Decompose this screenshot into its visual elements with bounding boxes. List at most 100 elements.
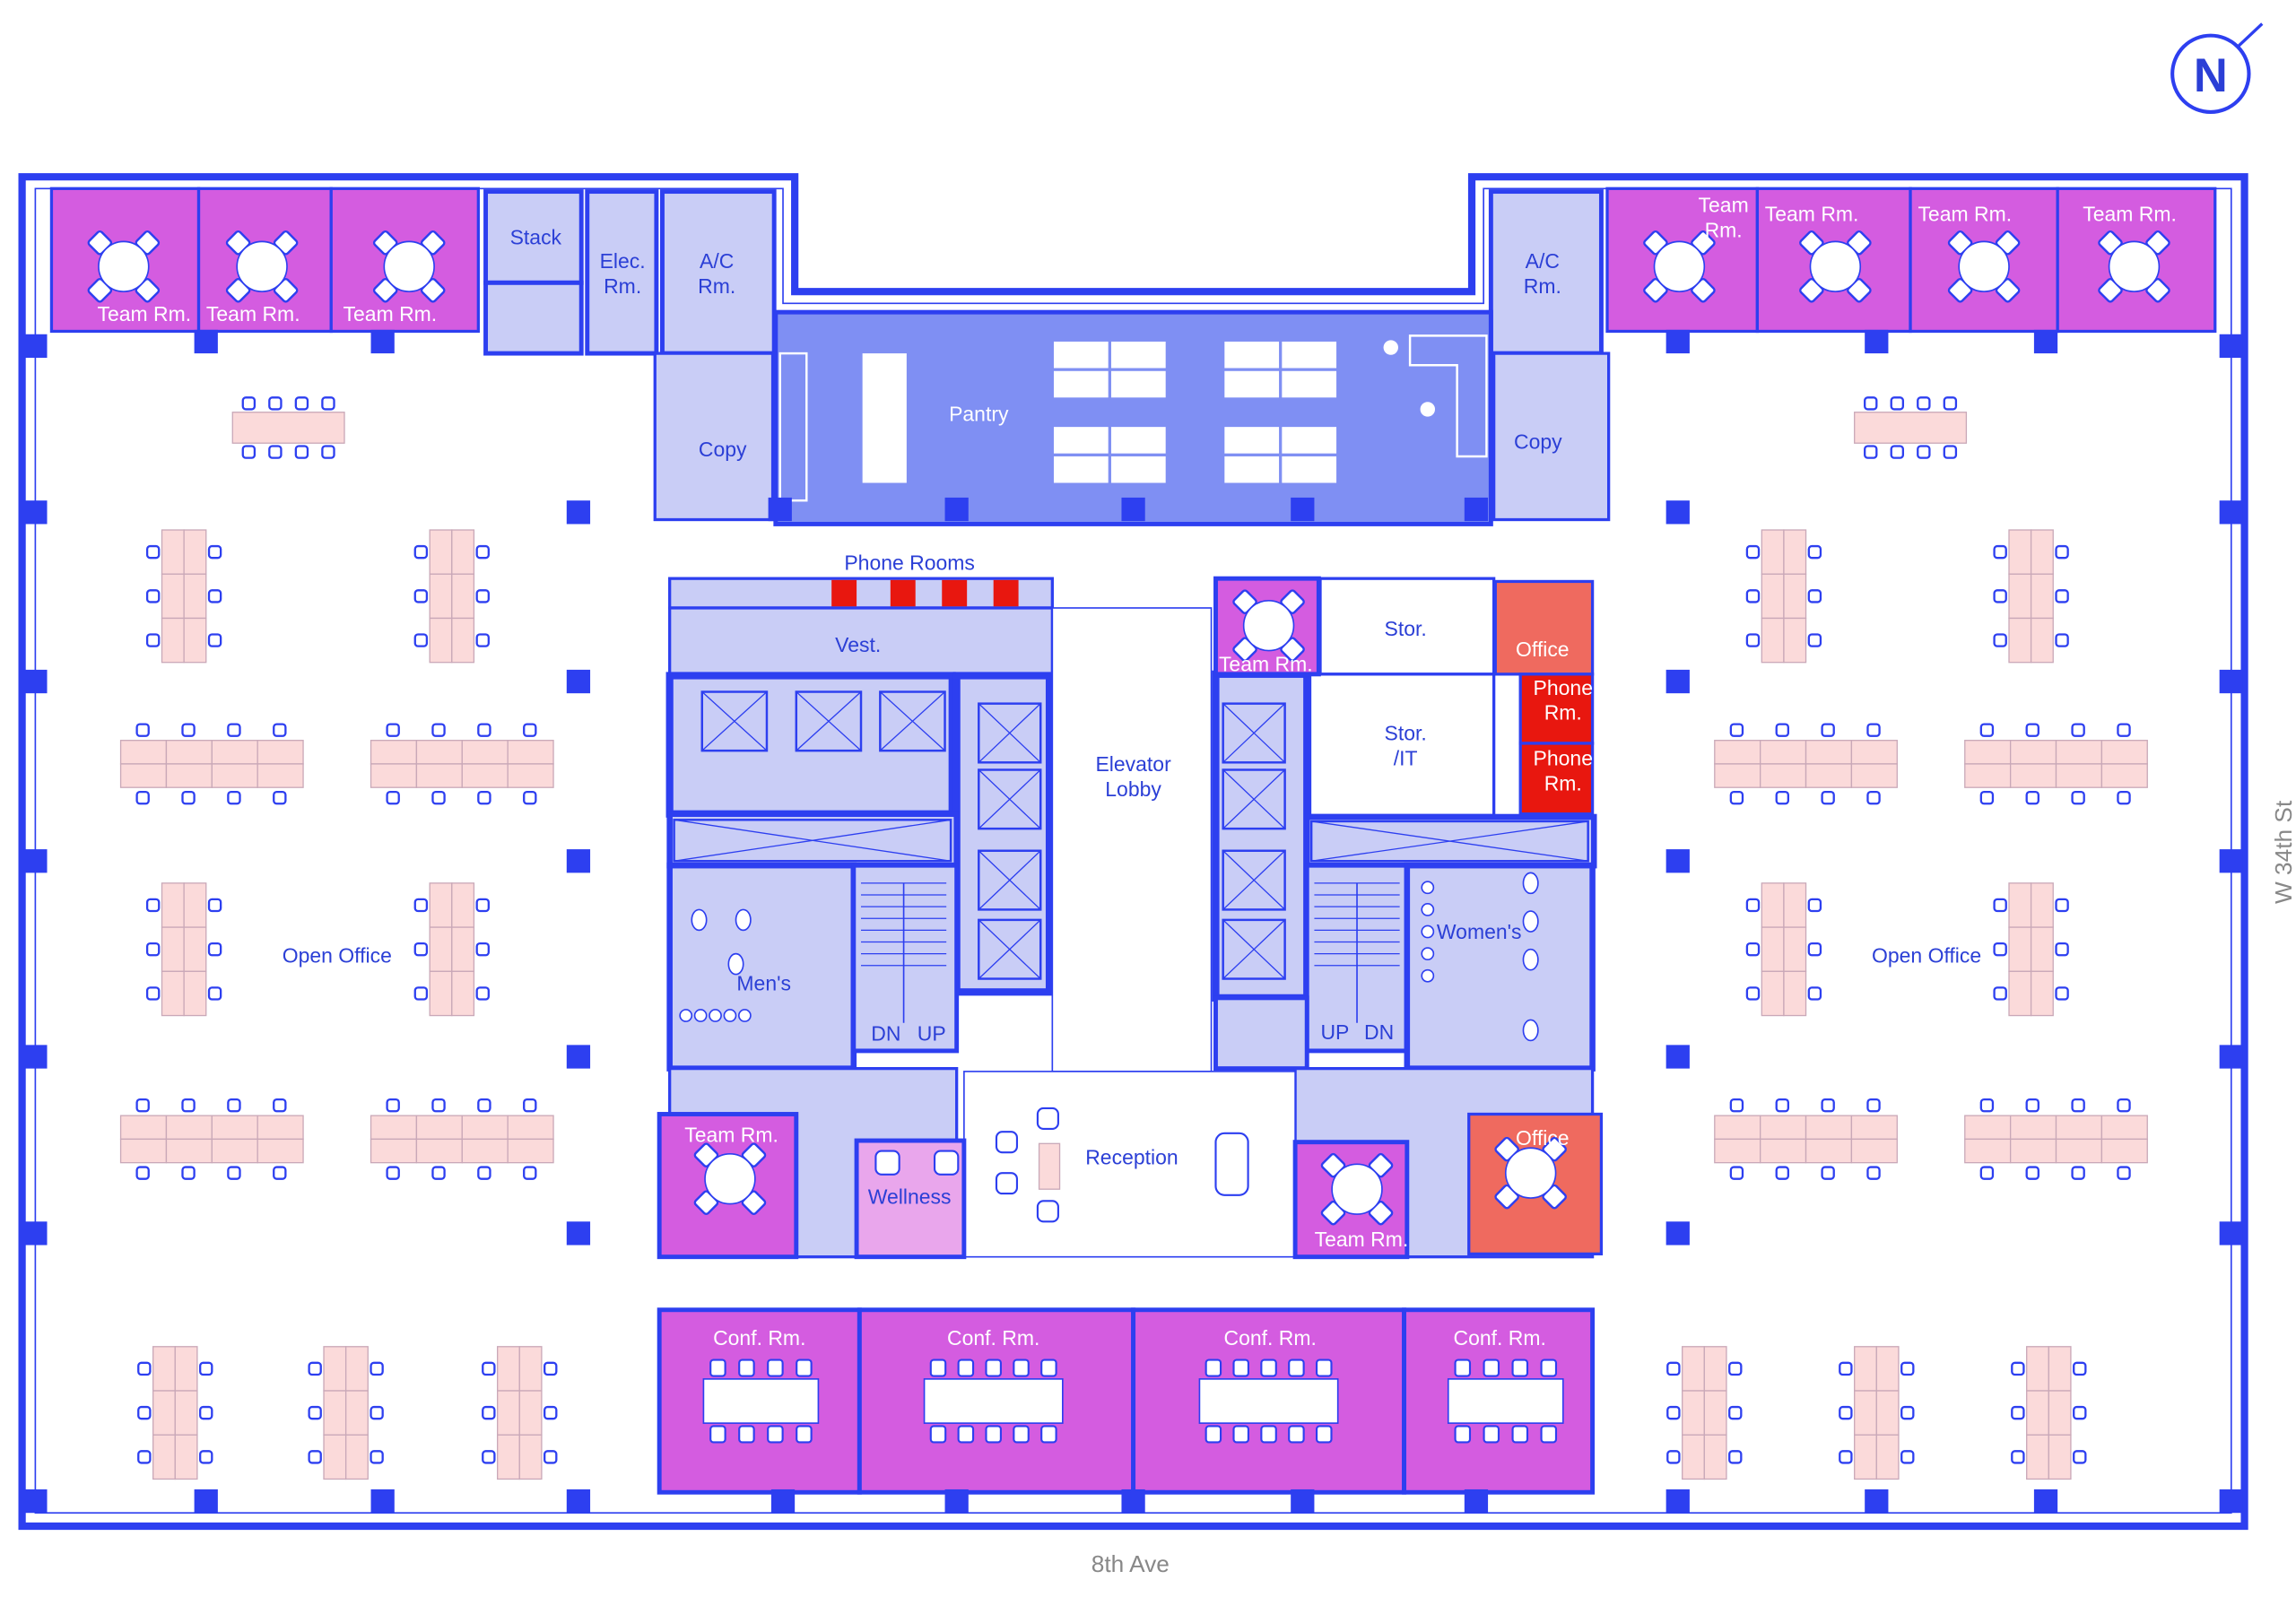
conf-room-label: Conf. Rm. [1454, 1326, 1546, 1350]
chair-icon [181, 723, 196, 737]
phone-room-small[interactable] [890, 579, 916, 607]
chair-icon [273, 790, 287, 805]
north-service-rooms [483, 189, 1611, 522]
chair-icon [135, 1098, 150, 1113]
toilet-icon [1522, 1019, 1539, 1042]
column [1291, 497, 1315, 522]
chair-icon [321, 445, 335, 459]
desk [183, 926, 207, 972]
desk [497, 1390, 520, 1436]
phone-room-small[interactable] [942, 579, 968, 607]
desk [1850, 763, 1898, 788]
pantry-table [1110, 370, 1166, 398]
desk-pod [482, 1346, 558, 1480]
stack-room[interactable] [483, 189, 584, 285]
desk [1703, 1434, 1727, 1480]
car-outline [1222, 768, 1286, 830]
toilet-icon [727, 952, 744, 976]
chair-icon [181, 1166, 196, 1180]
table-top [1447, 1378, 1564, 1424]
stack-label: Stack [510, 226, 562, 249]
desk [2008, 970, 2032, 1017]
column [768, 497, 792, 522]
desk [429, 573, 453, 620]
chair-icon [1728, 1450, 1743, 1464]
desk [1854, 1434, 1877, 1480]
wellness-label: Wellness [868, 1185, 952, 1209]
copy-room-east[interactable] [1492, 352, 1611, 522]
chair-icon [1483, 1358, 1500, 1377]
chair-icon [413, 544, 429, 560]
chair-icon [1728, 1405, 1743, 1420]
chair-icon [709, 1425, 726, 1444]
chair-icon [2117, 1166, 2131, 1180]
office-north[interactable] [1493, 579, 1595, 676]
ac-room-label: Rm. [698, 274, 735, 298]
elevator-lobby[interactable] [1051, 607, 1213, 1072]
elevator-car [1222, 918, 1286, 980]
workstations [119, 396, 2148, 1480]
chair-icon [1917, 396, 1931, 411]
team-room-label: Team Rm. [206, 302, 300, 325]
ac-room-west[interactable] [660, 189, 777, 356]
column [194, 329, 218, 354]
phone-room-small[interactable] [993, 579, 1019, 607]
desk [370, 1138, 418, 1164]
chair-icon [386, 1098, 400, 1113]
table-top [702, 1378, 820, 1424]
chair-icon [1729, 790, 1744, 805]
desk-pod [308, 1346, 384, 1480]
desk [161, 926, 185, 972]
desk-pod [137, 1346, 213, 1480]
chair-icon [145, 633, 161, 647]
chair-icon [1979, 1098, 1995, 1113]
copy-room-west[interactable] [653, 352, 775, 522]
desk [344, 1346, 369, 1392]
desk [497, 1434, 520, 1480]
car-x [796, 691, 862, 751]
elevator-lobby-label: Lobby [1105, 777, 1161, 801]
chair-icon [477, 723, 491, 737]
compass-letter: N [2194, 49, 2228, 102]
chair-icon [1943, 445, 1958, 459]
sink-icon [1421, 881, 1435, 895]
stor-room[interactable] [1318, 577, 1496, 676]
chair-icon [1807, 898, 1822, 913]
chair-icon [475, 986, 490, 1001]
bench-top [231, 412, 345, 444]
desk-pod [413, 529, 490, 664]
chair-icon [523, 1098, 537, 1113]
chair-icon [1821, 790, 1835, 805]
desk [323, 1390, 347, 1436]
phone-room-east-1[interactable] [1518, 673, 1595, 745]
open-office-label: Open Office [1872, 943, 1981, 967]
column [1665, 1045, 1690, 1069]
desk [2100, 1138, 2148, 1164]
mens-restroom[interactable] [666, 862, 857, 1072]
sink-icon [709, 1009, 722, 1022]
chair-icon [413, 589, 429, 603]
pantry-table [1053, 427, 1109, 454]
elec-room[interactable] [585, 189, 659, 356]
phone-room-small[interactable] [831, 579, 857, 607]
desk-pod [1993, 529, 2069, 664]
table-top [1504, 1147, 1557, 1199]
chair-icon [1839, 1405, 1853, 1420]
chair-icon [273, 723, 287, 737]
chair-icon [145, 544, 161, 560]
chair-icon [1205, 1358, 1222, 1377]
desk-pod [413, 882, 490, 1017]
car-outline [1309, 820, 1589, 863]
desk [507, 1115, 554, 1141]
desk [1805, 740, 1853, 765]
desk [183, 882, 207, 928]
chair-icon [1728, 1361, 1743, 1376]
womens-restroom[interactable] [1404, 862, 1596, 1072]
column [944, 1489, 969, 1514]
desk [2026, 1346, 2049, 1392]
chair-icon [1775, 723, 1789, 737]
desk [2009, 1138, 2057, 1164]
chair-icon [137, 1405, 152, 1420]
chair-icon [1745, 986, 1761, 1001]
desk [2026, 1434, 2049, 1480]
